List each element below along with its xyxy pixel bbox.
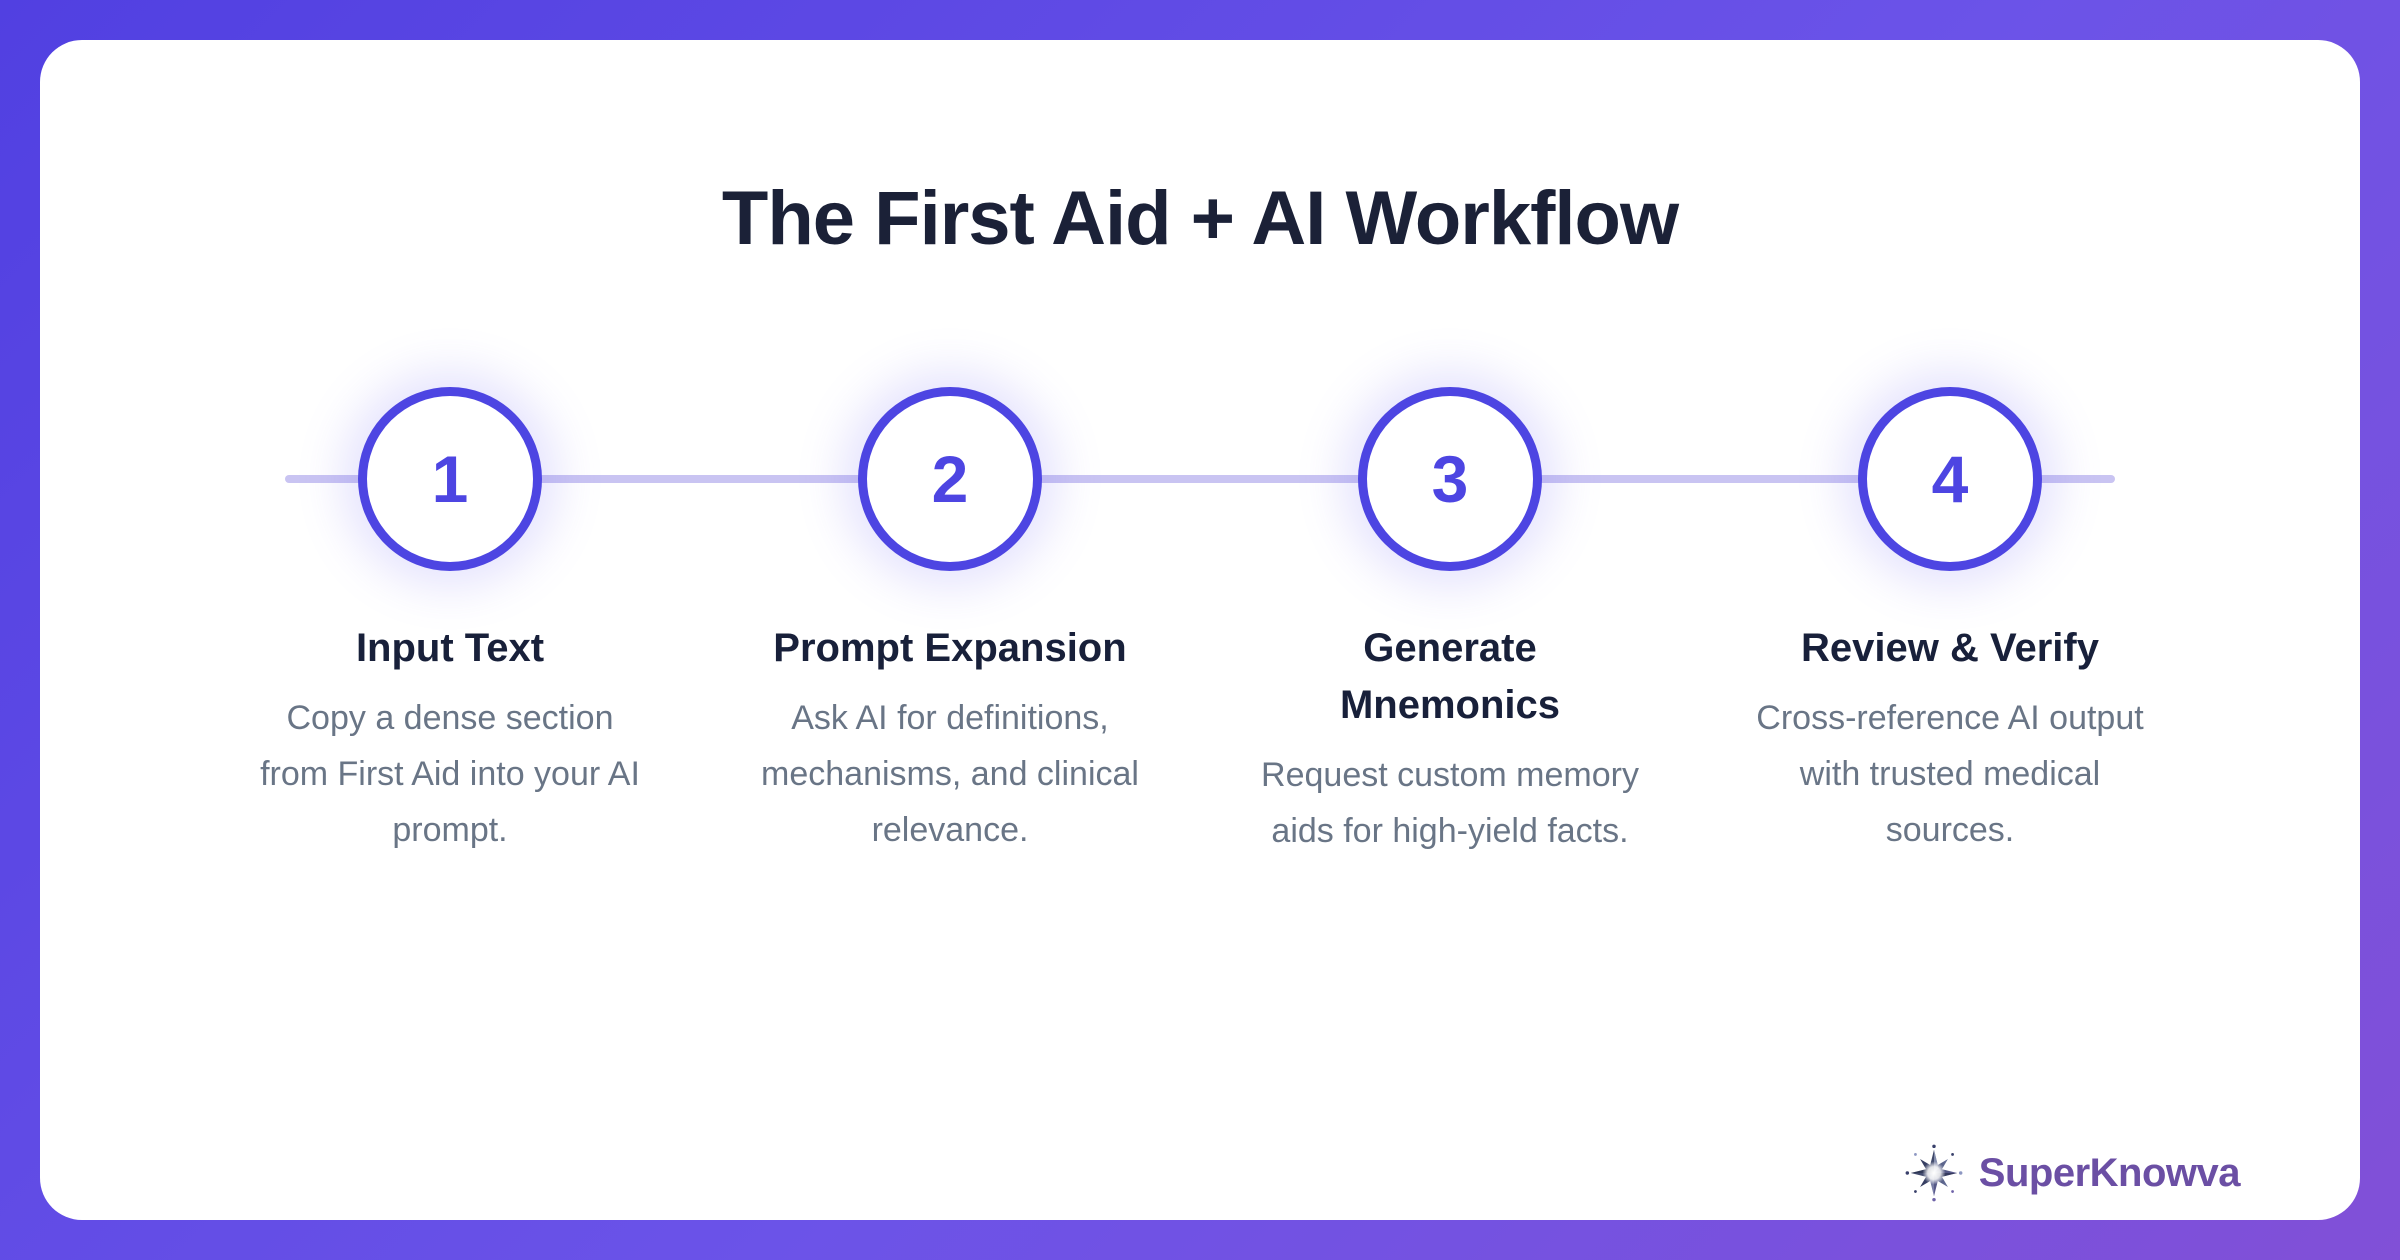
workflow-step-4: 4 Review & Verify Cross-reference AI out… [1700, 384, 2200, 859]
step-circle-wrap: 3 [1200, 384, 1700, 574]
step-number: 4 [1931, 442, 1969, 516]
step-description: Copy a dense section from First Aid into… [260, 699, 640, 849]
step-title: Prompt Expansion [773, 626, 1127, 670]
step-title: Review & Verify [1801, 626, 2099, 670]
step-circle-wrap: 2 [700, 384, 1200, 574]
step-description: Ask AI for definitions, mechanisms, and … [761, 699, 1139, 849]
infographic-card: The First Aid + AI Workflow 1 Input Text… [40, 40, 2360, 1220]
step-description: Cross-reference AI output with trusted m… [1756, 699, 2144, 849]
timeline-connector-line [285, 475, 2115, 483]
workflow-steps: 1 Input Text Copy a dense section from F… [200, 384, 2200, 859]
step-number-circle: 4 [1858, 387, 2042, 571]
step-number-circle: 1 [358, 387, 542, 571]
workflow-step-1: 1 Input Text Copy a dense section from F… [200, 384, 700, 859]
starburst-icon [1905, 1144, 1963, 1202]
step-number: 3 [1431, 442, 1469, 516]
step-description: Request custom memory aids for high-yiel… [1261, 756, 1639, 850]
workflow-timeline: 1 Input Text Copy a dense section from F… [200, 384, 2200, 859]
workflow-step-2: 2 Prompt Expansion Ask AI for definition… [700, 384, 1200, 859]
step-number: 2 [931, 442, 969, 516]
brand-name: SuperKnowva [1978, 1150, 2241, 1195]
step-circle-wrap: 1 [200, 384, 700, 574]
step-title: Input Text [355, 626, 545, 670]
step-number-circle: 3 [1358, 387, 1542, 571]
workflow-step-3: 3 Generate Mnemonics Request custom memo… [1200, 384, 1700, 859]
brand-footer: SuperKnowva [1905, 1144, 2241, 1202]
step-number: 1 [431, 442, 469, 516]
step-title: Generate Mnemonics [1339, 626, 1561, 727]
step-circle-wrap: 4 [1700, 384, 2200, 574]
page-title: The First Aid + AI Workflow [721, 176, 1679, 261]
step-number-circle: 2 [858, 387, 1042, 571]
